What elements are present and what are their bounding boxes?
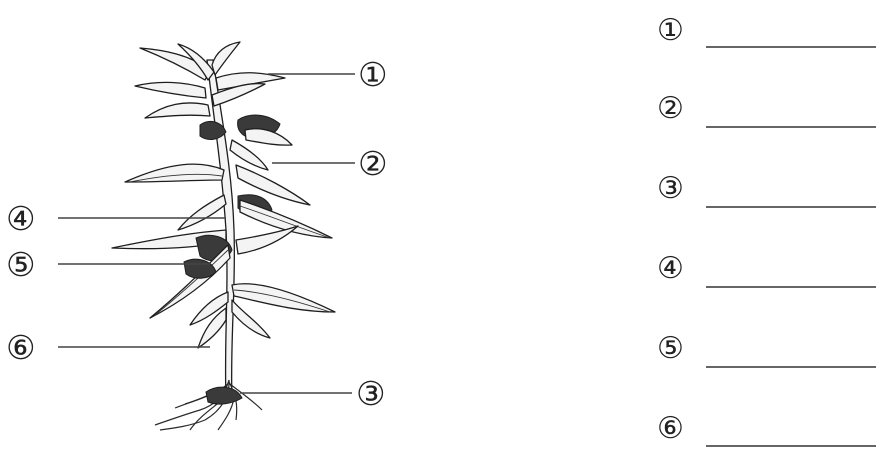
- answer-row-label: ③: [657, 171, 684, 206]
- answer-row-label: ⑤: [657, 331, 684, 366]
- answer-row: ⑤: [657, 331, 876, 367]
- callout-label-6: ⑥: [6, 328, 36, 367]
- answer-row-label: ①: [657, 13, 684, 48]
- answer-row: ①: [657, 13, 876, 48]
- answer-row: ②: [657, 91, 876, 127]
- callout-label-5: ⑤: [6, 245, 36, 284]
- answer-row: ③: [657, 171, 876, 207]
- answer-row-label: ⑥: [657, 411, 684, 446]
- answer-row-label: ④: [657, 251, 684, 286]
- callout-label-2: ②: [358, 144, 388, 183]
- answer-row: ⑥: [657, 411, 876, 446]
- callout-label-3: ③: [356, 374, 386, 413]
- plant-illustration: [112, 42, 335, 430]
- callout-label-4: ④: [6, 199, 36, 238]
- answer-row: ④: [657, 251, 876, 287]
- callout-label-1: ①: [358, 55, 388, 94]
- answer-row-label: ②: [657, 91, 684, 126]
- answer-list: ① ② ③ ④ ⑤ ⑥: [657, 13, 876, 446]
